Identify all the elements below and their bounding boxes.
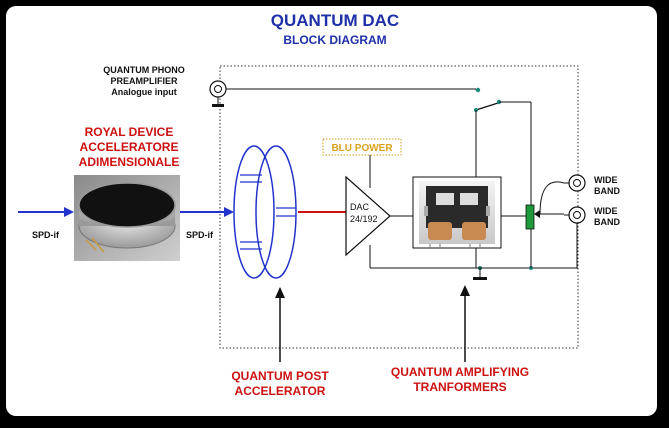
royal-label-line1: ROYAL DEVICE [85,125,174,139]
volume-potentiometer-icon [501,181,565,268]
royal-device-image [74,175,180,261]
blu-power-label: BLU POWER [331,143,393,154]
diagram-subtitle: BLOCK DIAGRAM [283,33,386,47]
royal-label-line3: ADIMENSIONALE [79,155,180,169]
output-1-label-line2: BAND [594,186,620,196]
spdif-input-label: SPD-if [32,230,60,240]
blu-power-box [322,138,402,156]
output-2-label-line2: BAND [594,217,620,227]
transformers-label-line1: QUANTUM AMPLIFYING [391,365,529,379]
dac-label-line1: DAC [350,202,370,212]
output-1-label-line1: WIDE [594,175,618,185]
phono-label-line3: Analogue input [111,87,177,97]
royal-label-line2: ACCELERATORE [80,140,179,154]
output-2-label-line1: WIDE [594,206,618,216]
spdif-output-label: SPD-if [186,230,214,240]
phono-connector-icon [209,80,477,107]
post-accelerator-label-line1: QUANTUM POST [231,369,329,383]
output-connector-1-icon [564,174,586,192]
dac-label-line2: 24/192 [350,214,378,224]
post-accelerator-label-line2: ACCELERATOR [235,384,326,398]
amplifying-transformers-image [412,176,502,249]
transformers-label-line2: TRANFORMERS [413,380,506,394]
post-accelerator-icon [233,145,297,279]
spdif-output-arrow-icon [224,207,234,217]
diagram-title: QUANTUM DAC [271,11,399,30]
diagram-panel: QUANTUM DAC BLOCK DIAGRAM QUANTUM PHONO … [6,6,657,416]
spdif-input-arrow-icon [64,207,74,217]
dac-triangle-icon [345,175,391,257]
dac-enclosure [219,65,579,349]
phono-label-line2: PREAMPLIFIER [110,76,178,86]
post-accelerator-pointer-arrow-icon [275,287,285,362]
output-connector-2-icon [564,206,586,268]
phono-label-line1: QUANTUM PHONO [103,65,185,75]
block-diagram: QUANTUM DAC BLOCK DIAGRAM QUANTUM PHONO … [18,11,620,398]
transformers-pointer-arrow-icon [460,285,470,362]
